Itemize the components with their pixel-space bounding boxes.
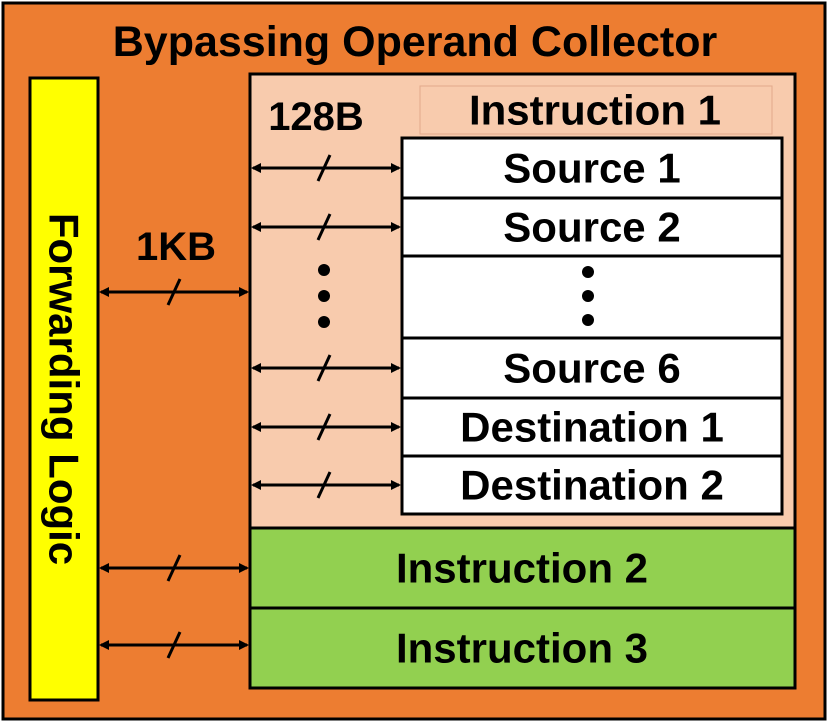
destination-1-cell (400, 396, 784, 458)
forwarding-logic-block (28, 76, 100, 702)
bus-width-128b-label: 128B (268, 95, 364, 139)
destination-2-label: Destination 2 (460, 462, 724, 509)
source-6-cell (400, 336, 784, 400)
bus-slash (166, 631, 182, 659)
instruction-3-box (248, 606, 797, 690)
instruction-3-label: Instruction 3 (396, 625, 648, 672)
instruction-1-title: Instruction 1 (469, 87, 721, 134)
source-1-cell (400, 136, 784, 200)
destination-2-cell (400, 454, 784, 516)
source-2-label: Source 2 (503, 204, 680, 251)
collector-title: Bypassing Operand Collector (113, 18, 718, 66)
bus-width-1kb-label: 1KB (136, 225, 216, 269)
ellipsis-dot (318, 264, 330, 276)
bus-slash (316, 471, 332, 499)
bus-slash (316, 413, 332, 441)
instruction-2-label: Instruction 2 (396, 545, 648, 592)
bus-slash (316, 154, 332, 182)
ellipsis-dot (582, 314, 594, 326)
ellipsis-dot (318, 316, 330, 328)
instruction-1-title-frame (419, 85, 773, 135)
source-6-label: Source 6 (503, 345, 680, 392)
ellipsis-dot (582, 290, 594, 302)
bus-slash (316, 354, 332, 382)
ellipsis-dot (318, 290, 330, 302)
bus-slash (166, 278, 182, 306)
instruction-2-box (248, 526, 797, 610)
source-1-label: Source 1 (503, 145, 680, 192)
bus-slash (166, 554, 182, 582)
destination-1-label: Destination 1 (460, 404, 724, 451)
bus-slash (316, 213, 332, 241)
forwarding-logic-label: Forwarding Logic (41, 213, 88, 565)
ellipsis-dot (582, 266, 594, 278)
